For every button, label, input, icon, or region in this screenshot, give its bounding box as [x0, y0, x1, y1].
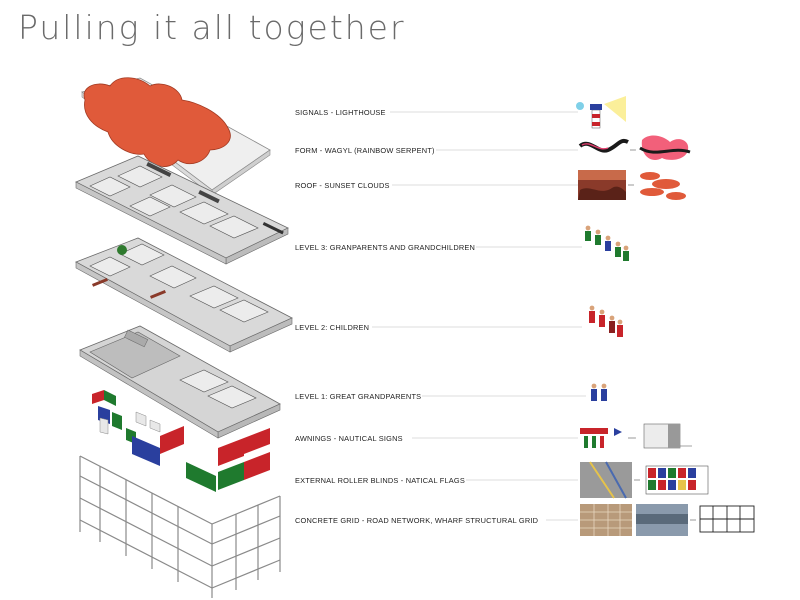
children-icon: [589, 305, 623, 337]
nautical-signs-icon: [580, 423, 692, 449]
label-level-1: LEVEL 1: GREAT GRANDPARENTS: [295, 392, 422, 401]
awnings-panels: [92, 390, 270, 492]
label-level-3: LEVEL 3: GRANPARENTS AND GRANDCHILDREN: [295, 243, 476, 252]
label-form: FORM - WAGYL (RAINBOW SERPENT): [295, 146, 435, 155]
level-2-floor-plate: [75, 237, 293, 353]
road-network-grid-icon: [580, 504, 755, 536]
great-grandparents-icon: [591, 383, 607, 401]
level-3-floor-plate: [75, 155, 289, 265]
grandparents-grandchildren-icon: [585, 225, 629, 261]
label-roof: ROOF - SUNSET CLOUDS: [295, 181, 390, 190]
label-level-2: LEVEL 2: CHILDREN: [295, 323, 370, 332]
roof-cloud-shape: [83, 77, 231, 167]
roller-blinds-flags-icon: [580, 461, 709, 499]
label-concrete-grid: CONCRETE GRID - ROAD NETWORK, WHARF STRU…: [295, 516, 539, 525]
sunset-clouds-icon: [578, 170, 686, 200]
roof-slab: [81, 77, 271, 196]
leader-lines: [372, 111, 586, 521]
lighthouse-icon: [576, 96, 626, 129]
page-title: Pulling it all together: [18, 8, 406, 47]
label-signals: SIGNALS - LIGHTHOUSE: [295, 108, 386, 117]
serpent-icon: [578, 135, 691, 160]
label-awnings: AWNINGS - NAUTICAL SIGNS: [295, 434, 403, 443]
concrete-grid-frame: [79, 455, 281, 598]
label-roller-blinds: EXTERNAL ROLLER BLINDS - NATICAL FLAGS: [295, 476, 465, 485]
level-1-floor-plate: [79, 325, 281, 439]
